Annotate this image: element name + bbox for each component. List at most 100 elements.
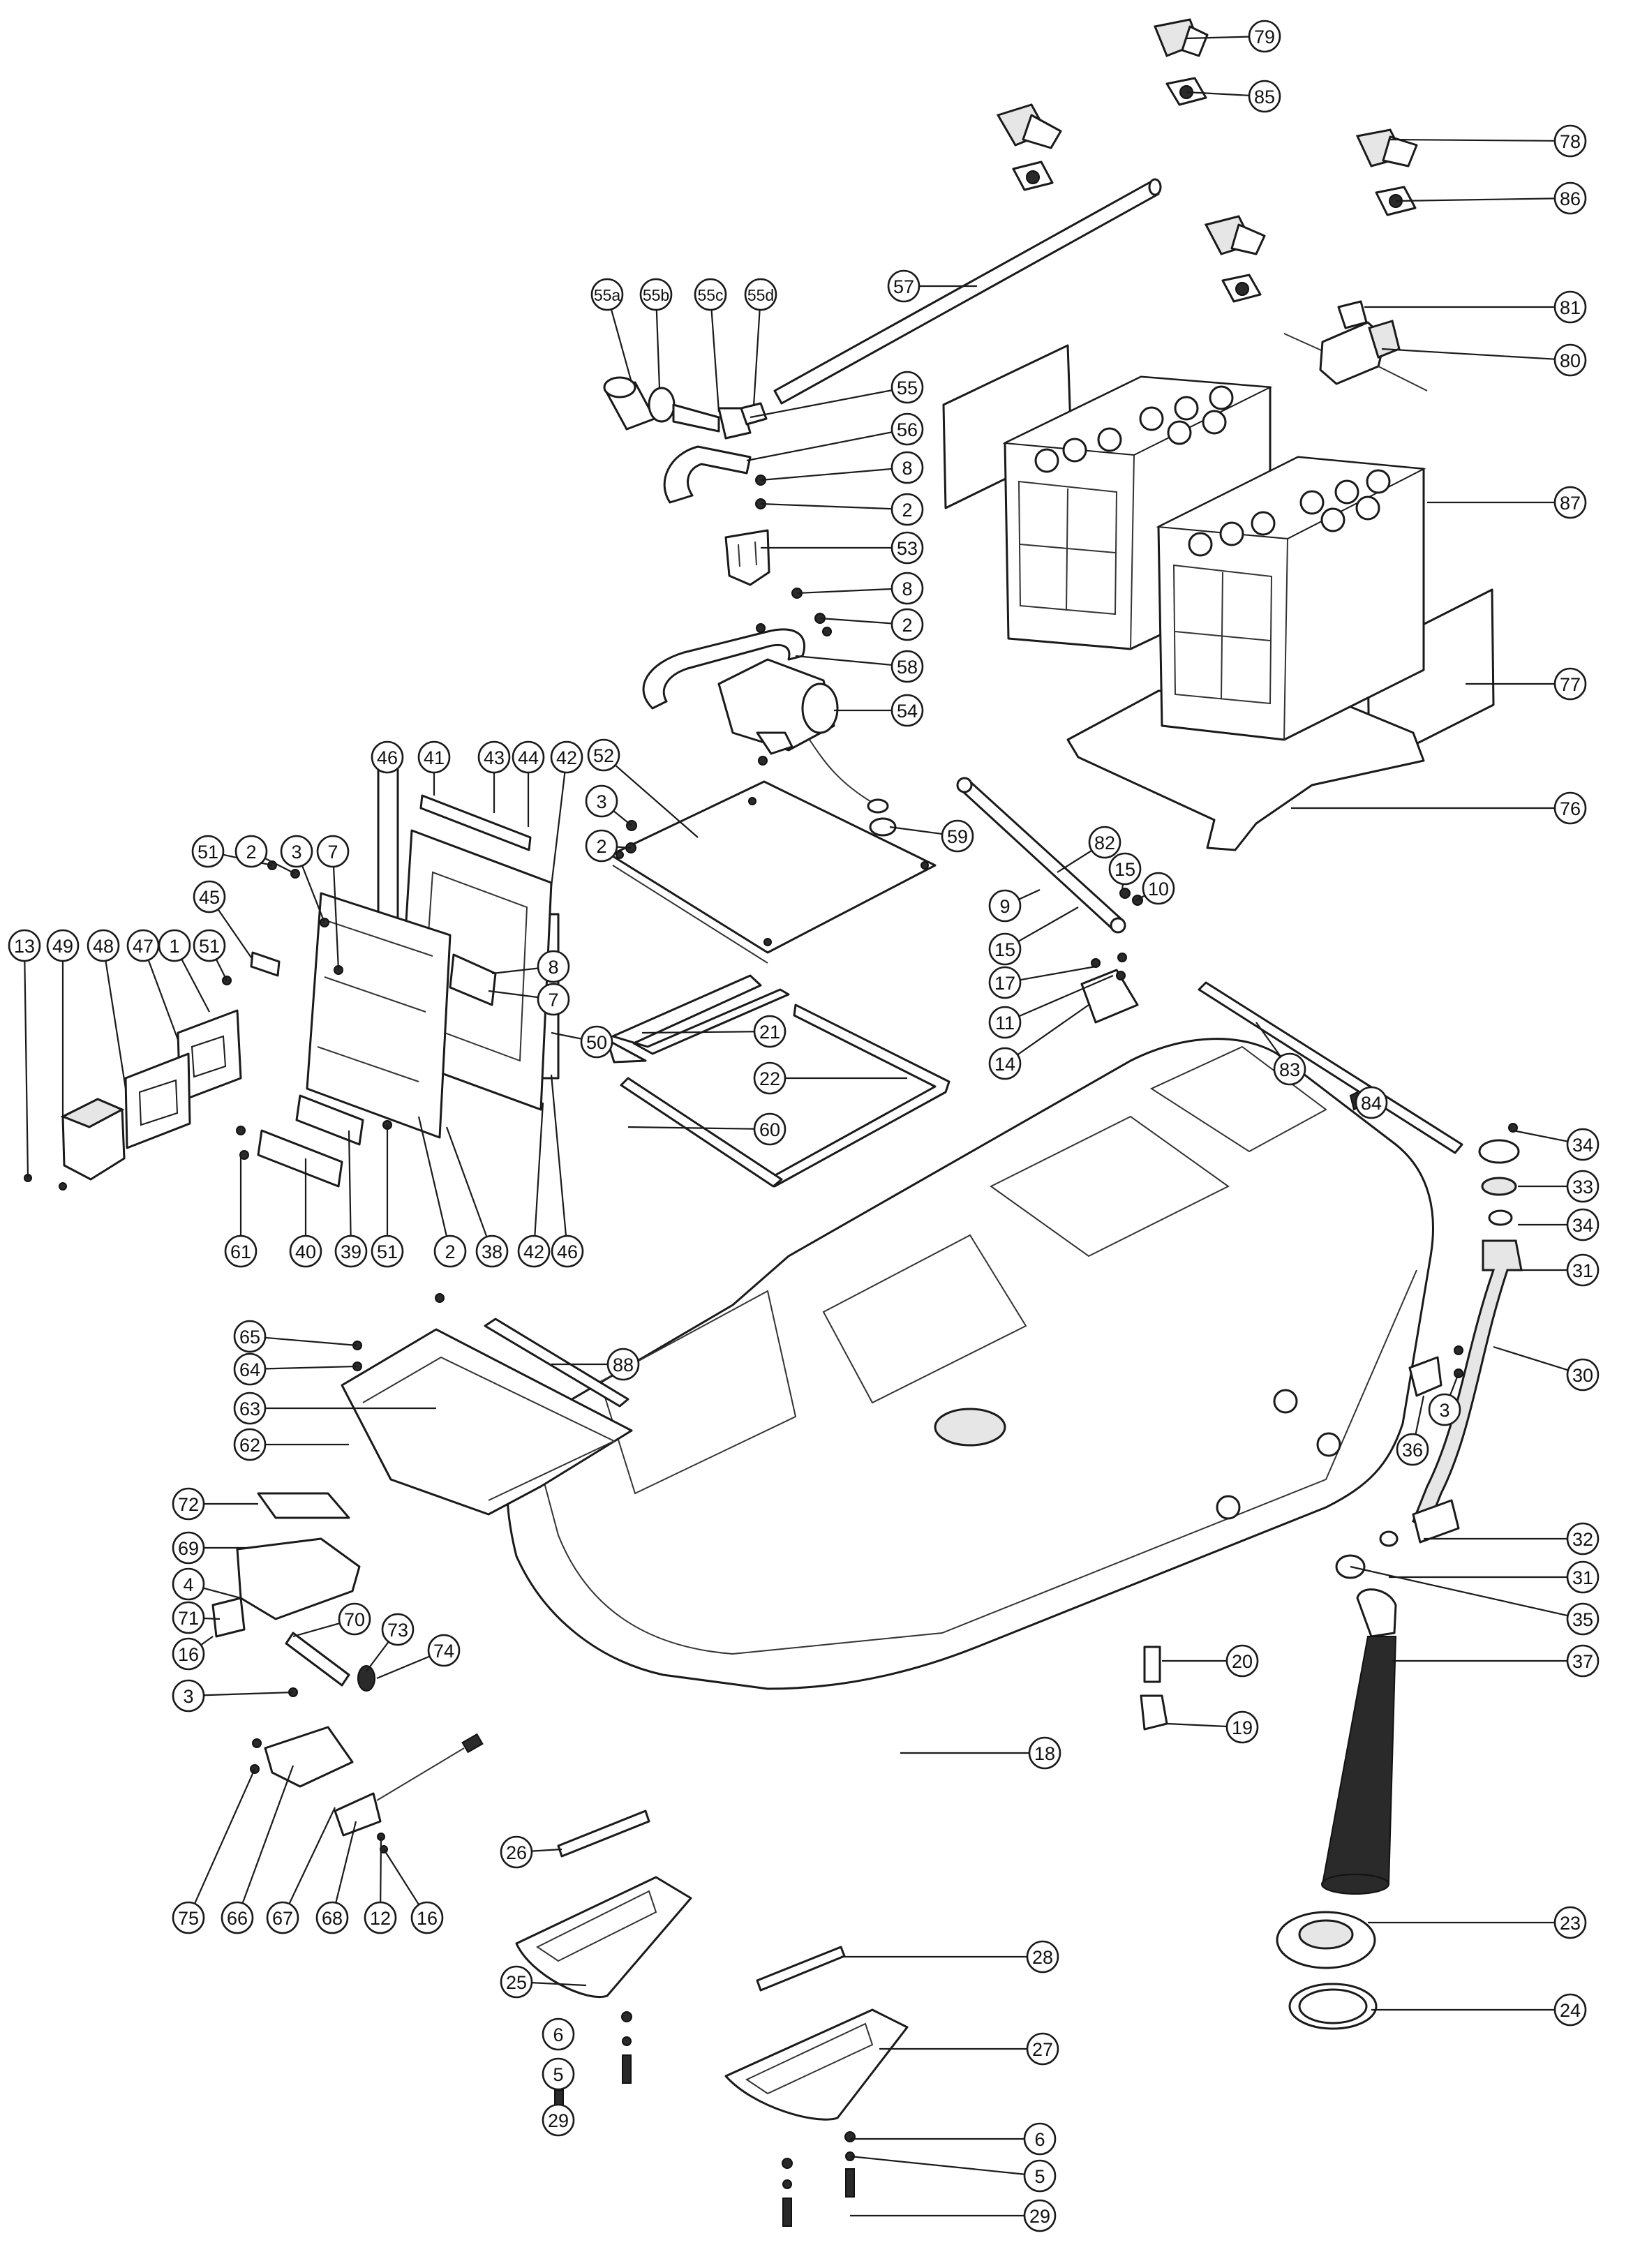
- callout-57: 57: [887, 269, 920, 303]
- callout-number: 21: [759, 1022, 780, 1043]
- leader-line: [488, 990, 539, 999]
- callout-circle: [887, 269, 920, 303]
- switch-plate-1: [177, 1009, 242, 1103]
- leader-line: [1512, 1129, 1568, 1142]
- callout-70: 70: [338, 1602, 371, 1636]
- leader-line: [760, 502, 893, 510]
- callout-26: 26: [500, 1835, 533, 1869]
- callout-number: 70: [344, 1609, 365, 1630]
- leader-line: [616, 846, 632, 849]
- callout-59: 59: [941, 819, 974, 853]
- callout-number: 7: [327, 842, 338, 863]
- callout-circle: [1566, 1208, 1600, 1241]
- rod-57: [773, 178, 1162, 405]
- callout-number: 16: [417, 1908, 438, 1929]
- callout-circle: [580, 1025, 613, 1059]
- strip-28: [756, 1946, 846, 1992]
- callout-number: 66: [227, 1908, 248, 1929]
- leader-line: [531, 1982, 587, 1987]
- callout-number: 55a: [594, 286, 621, 304]
- callout-54: 54: [890, 694, 924, 727]
- callout-number: 6: [1034, 2129, 1045, 2150]
- callout-circle: [233, 1320, 267, 1353]
- switch-68: [334, 1733, 484, 1837]
- gasket-22: [766, 1004, 951, 1188]
- callout-number: 85: [1254, 87, 1275, 107]
- callout-number: 42: [523, 1241, 544, 1262]
- callout-circle: [1566, 1644, 1600, 1678]
- leader-line: [534, 1102, 544, 1237]
- terminal-cover-78: [1355, 128, 1418, 167]
- callout-number: 31: [1572, 1567, 1593, 1588]
- gasket-47-48: [124, 1052, 191, 1149]
- callout-34: 34: [1566, 1128, 1600, 1161]
- callout-circle: [371, 740, 404, 774]
- leader-line: [1493, 1345, 1569, 1371]
- callout-79: 79: [1248, 20, 1281, 53]
- callout-37: 37: [1566, 1644, 1600, 1678]
- callout-51: 51: [193, 929, 226, 962]
- callout-number: 3: [291, 842, 301, 863]
- callout-87: 87: [1553, 486, 1587, 519]
- callout-71: 71: [172, 1601, 205, 1634]
- leader-line: [380, 1836, 382, 1903]
- leader-line: [417, 1116, 448, 1237]
- callout-circle: [585, 784, 618, 818]
- callout-7: 7: [316, 835, 350, 868]
- callout-circle: [172, 1531, 205, 1565]
- leader-line: [849, 2155, 1025, 2175]
- callout-9: 9: [988, 889, 1022, 923]
- callout-61: 61: [224, 1234, 258, 1268]
- leader-line: [301, 865, 326, 923]
- callout-15: 15: [988, 932, 1022, 966]
- switch-box-49: [60, 1098, 126, 1181]
- leader-lines: [24, 36, 1569, 2217]
- leader-line: [202, 1587, 241, 1599]
- callout-6: 6: [1023, 2122, 1057, 2156]
- callout-8: 8: [890, 451, 924, 484]
- leader-line: [1395, 197, 1556, 202]
- callout-circle: [1566, 1358, 1600, 1392]
- callout-circle: [1566, 1170, 1600, 1203]
- gasket-60: [620, 1077, 783, 1188]
- leader-line: [1018, 974, 1114, 1017]
- callout-number: 43: [484, 747, 505, 768]
- callout-number: 55c: [697, 286, 723, 304]
- callout-number: 9: [999, 896, 1010, 917]
- callout-number: 29: [548, 2110, 569, 2131]
- callout-number: 23: [1560, 1913, 1581, 1934]
- callout-number: 39: [341, 1241, 361, 1262]
- callout-circle: [1428, 1393, 1461, 1426]
- callout-number: 41: [424, 747, 445, 768]
- callout-circle: [1566, 1522, 1600, 1555]
- callout-number: 65: [239, 1327, 260, 1348]
- callout-30: 30: [1566, 1358, 1600, 1392]
- callout-number: 38: [482, 1241, 502, 1262]
- callout-circle: [234, 835, 268, 868]
- callout-circle: [890, 493, 924, 526]
- callout-55: 55: [890, 371, 924, 404]
- leader-line: [752, 309, 761, 407]
- gas-spring-82: [956, 777, 1126, 934]
- bracket-53: [724, 529, 770, 586]
- callout-number: 13: [14, 936, 35, 957]
- strip-26: [557, 1810, 650, 1858]
- leader-line: [819, 617, 893, 625]
- callout-2: 2: [433, 1234, 467, 1268]
- leader-line: [641, 1031, 755, 1034]
- callout-circle: [316, 835, 350, 868]
- callout-number: 62: [239, 1435, 260, 1456]
- callout-number: 71: [178, 1608, 199, 1629]
- callout-50: 50: [580, 1025, 613, 1059]
- leader-line: [889, 826, 943, 835]
- callout-number: 40: [295, 1241, 316, 1262]
- callout-3: 3: [1428, 1393, 1461, 1426]
- terminal-clamp-mid: [1221, 274, 1262, 303]
- callout-63: 63: [233, 1392, 267, 1425]
- nut-23: [1276, 1911, 1376, 1969]
- callout-circle: [1225, 1644, 1259, 1678]
- callout-circle: [172, 1637, 205, 1671]
- callout-number: 15: [1115, 859, 1135, 880]
